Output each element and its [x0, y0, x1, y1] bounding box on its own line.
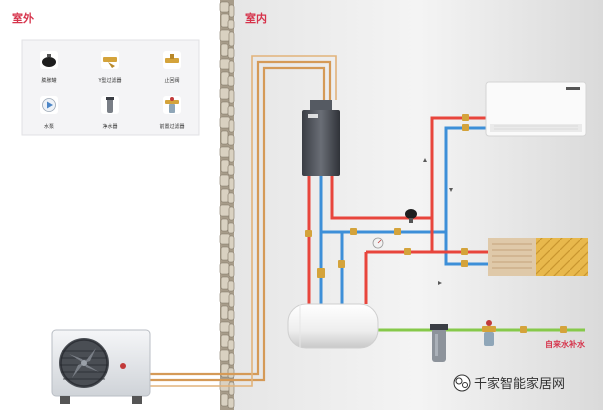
- water-purifier: [430, 324, 448, 362]
- stone-wall: [219, 0, 235, 410]
- pre-filter-icon: [163, 96, 181, 114]
- legend-label: 止回阀: [164, 77, 179, 84]
- fan-coil-unit: [485, 81, 587, 137]
- legend-label: 水泵: [44, 123, 54, 130]
- water-purifier-icon: [101, 96, 119, 114]
- legend-item: 净水器: [101, 96, 119, 130]
- floor-heating: [488, 238, 588, 276]
- legend-item: 膨胀罐: [40, 51, 58, 84]
- outdoor-heat-pump: [51, 329, 151, 404]
- pipe-valves: [305, 114, 567, 333]
- legend-panel: 膨胀罐 Y型过滤器 止回阀: [21, 39, 200, 136]
- legend-item: 前置过滤器: [159, 96, 185, 130]
- water-supply-label: 自来水补水: [545, 339, 586, 349]
- legend-item: Y型过滤器: [97, 51, 122, 84]
- pressure-gauge: [372, 237, 384, 249]
- hot-pipes: [307, 116, 495, 304]
- check-valve-icon: [163, 51, 181, 69]
- indoor-zone-label: 室内: [245, 11, 267, 25]
- outdoor-zone-label: 室外: [12, 11, 34, 25]
- water-pump-icon: [40, 96, 58, 114]
- water-tank: [287, 303, 379, 349]
- legend-item: 水泵: [40, 96, 58, 130]
- watermark-text: 千家智能家居网: [474, 376, 565, 392]
- watermark: 千家智能家居网: [453, 374, 565, 392]
- legend-label: 膨胀罐: [41, 77, 56, 84]
- wall-boiler: [302, 100, 340, 176]
- legend-item: 止回阀: [163, 51, 181, 84]
- expansion-tank: [405, 209, 417, 223]
- legend-label: 净水器: [102, 123, 117, 130]
- pre-filter: [482, 320, 496, 346]
- legend-label: Y型过滤器: [97, 77, 121, 84]
- flow-arrows: [423, 158, 453, 285]
- legend-label: 前置过滤器: [159, 123, 184, 130]
- y-filter-icon: [101, 51, 119, 69]
- refrigerant-pipes: [150, 55, 337, 387]
- expansion-tank-icon: [40, 51, 58, 69]
